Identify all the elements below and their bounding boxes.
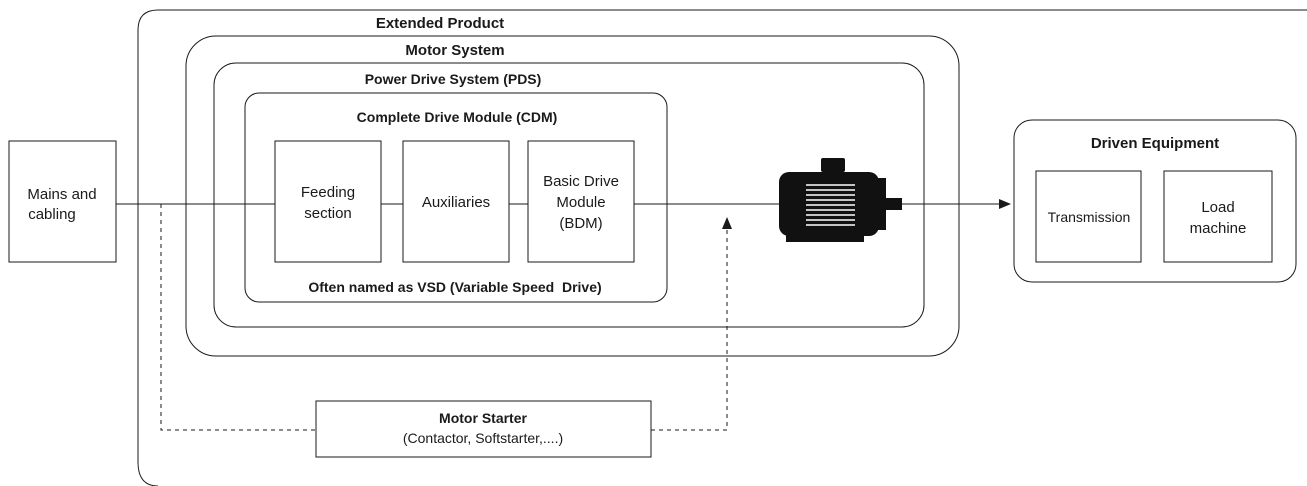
extended-product-boundary (137, 9, 1307, 486)
motor-system-box (185, 35, 960, 357)
bdm-box (527, 140, 635, 263)
feeding-section-line2: section (304, 205, 352, 222)
load-machine-box (1163, 170, 1273, 263)
extended-product-title: Extended Product (376, 15, 504, 32)
transmission-box (1035, 170, 1142, 263)
auxiliaries-box (402, 140, 510, 263)
driven-equipment-title: Driven Equipment (1091, 135, 1219, 152)
load-machine-line2: machine (1190, 220, 1247, 237)
bdm-line1: Basic Drive (543, 173, 619, 190)
motor-starter-subtitle: (Contactor, Softstarter,....) (403, 430, 563, 446)
cdm-box (244, 92, 668, 303)
load-machine-line1: Load (1201, 199, 1234, 216)
motor-system-title: Motor System (405, 42, 504, 59)
electric-motor-icon (779, 158, 902, 242)
pds-title: Power Drive System (PDS) (365, 71, 542, 87)
cdm-title: Complete Drive Module (CDM) (357, 109, 558, 125)
starter-output-line (651, 217, 732, 431)
pds-box (213, 62, 925, 328)
starter-feed-line (160, 204, 316, 431)
auxiliaries-label: Auxiliaries (422, 194, 490, 211)
feeding-section-line1: Feeding (301, 184, 355, 201)
mains-label-line1: Mains and (27, 186, 96, 203)
motor-starter-title: Motor Starter (439, 410, 527, 426)
mains-box (8, 140, 117, 263)
transmission-label: Transmission (1048, 209, 1131, 225)
bdm-line2: Module (556, 194, 605, 211)
feeding-section-box (274, 140, 382, 263)
mains-label-line2: cabling (28, 206, 76, 223)
motor-starter-box (315, 400, 652, 458)
cdm-footnote: Often named as VSD (Variable Speed Drive… (308, 279, 601, 295)
bdm-line3: (BDM) (559, 215, 602, 232)
